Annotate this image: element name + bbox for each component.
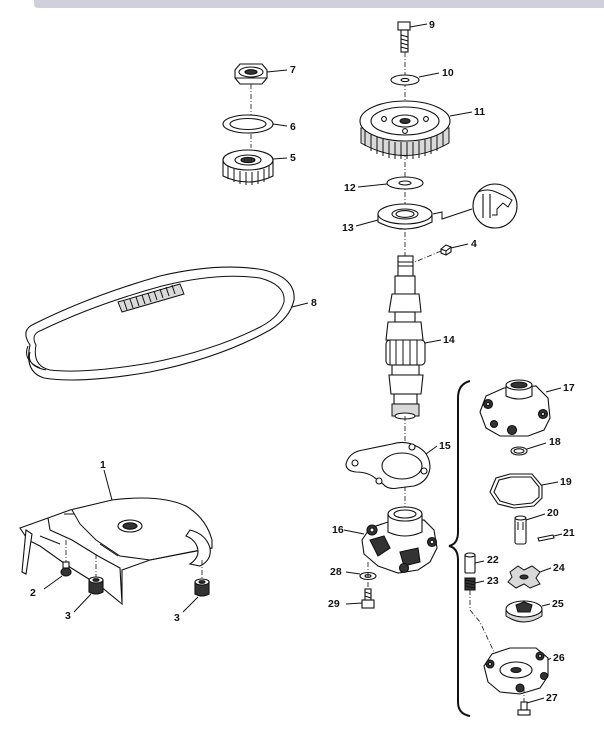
callout-18: 18 [549,436,561,448]
header-bar [34,0,604,8]
callout-26: 26 [553,652,565,664]
callout-21: 21 [563,527,575,539]
callout-11: 11 [474,106,485,118]
part-23-spring [464,577,495,653]
callout-24: 24 [553,562,565,574]
callout-19: 19 [560,476,572,488]
callout-1: 1 [100,459,106,471]
callout-13: 13 [342,222,354,234]
callout-4: 4 [471,238,477,250]
callout-6: 6 [290,121,296,133]
callout-9: 9 [429,19,435,31]
part-6-washer [222,114,274,134]
callout-20: 20 [547,507,559,519]
part-19-seal-ring [489,473,543,509]
part-18-o-ring [510,446,528,456]
part-22-plunger [464,552,476,574]
part-17-pump-cover [479,379,551,437]
callout-22: 22 [487,554,499,566]
part-1-belt-cover [19,497,213,606]
callout-10: 10 [442,67,454,79]
part-24-inner-rotor [507,565,541,589]
callout-28: 28 [330,566,342,578]
part-3-bushing-right [194,560,210,597]
callout-29: 29 [328,598,340,610]
part-14-camshaft [385,255,426,420]
assembly-bracket [448,380,471,717]
callout-16: 16 [332,524,344,536]
part-8-timing-belt [25,266,295,381]
part-4-key [440,244,452,256]
callout-15: 15 [439,440,451,452]
part-25-outer-rotor [505,600,543,623]
part-16-oil-pump-housing [361,506,438,574]
callout-14: 14 [443,334,455,346]
callout-12: 12 [344,182,356,194]
part-10-washer [390,74,420,86]
callout-7: 7 [290,64,296,76]
part-3-bushing-left [88,554,104,595]
part-15-gasket [345,441,431,490]
part-2-fastener [60,540,72,577]
part-5-pulley-gear [222,149,274,185]
seal-detail-bubble [432,183,518,229]
callout-27: 27 [546,692,558,704]
part-11-sprocket [359,100,451,159]
part-29-bolt [361,588,375,609]
part-20-pin [514,515,527,545]
callout-8: 8 [311,297,317,309]
callout-2: 2 [30,587,36,599]
callout-3a: 3 [65,610,71,622]
part-26-pump-body [483,647,549,695]
part-7-nut [234,63,268,85]
part-12-washer [386,176,424,190]
callout-17: 17 [563,382,575,394]
callout-3b: 3 [174,612,180,624]
callout-25: 25 [552,598,564,610]
part-27-screw [517,688,531,716]
callout-5: 5 [290,152,296,164]
part-9-bolt [397,21,411,53]
part-13-seal [377,203,433,230]
callout-23: 23 [487,575,499,587]
part-21-small-pin [537,534,555,542]
